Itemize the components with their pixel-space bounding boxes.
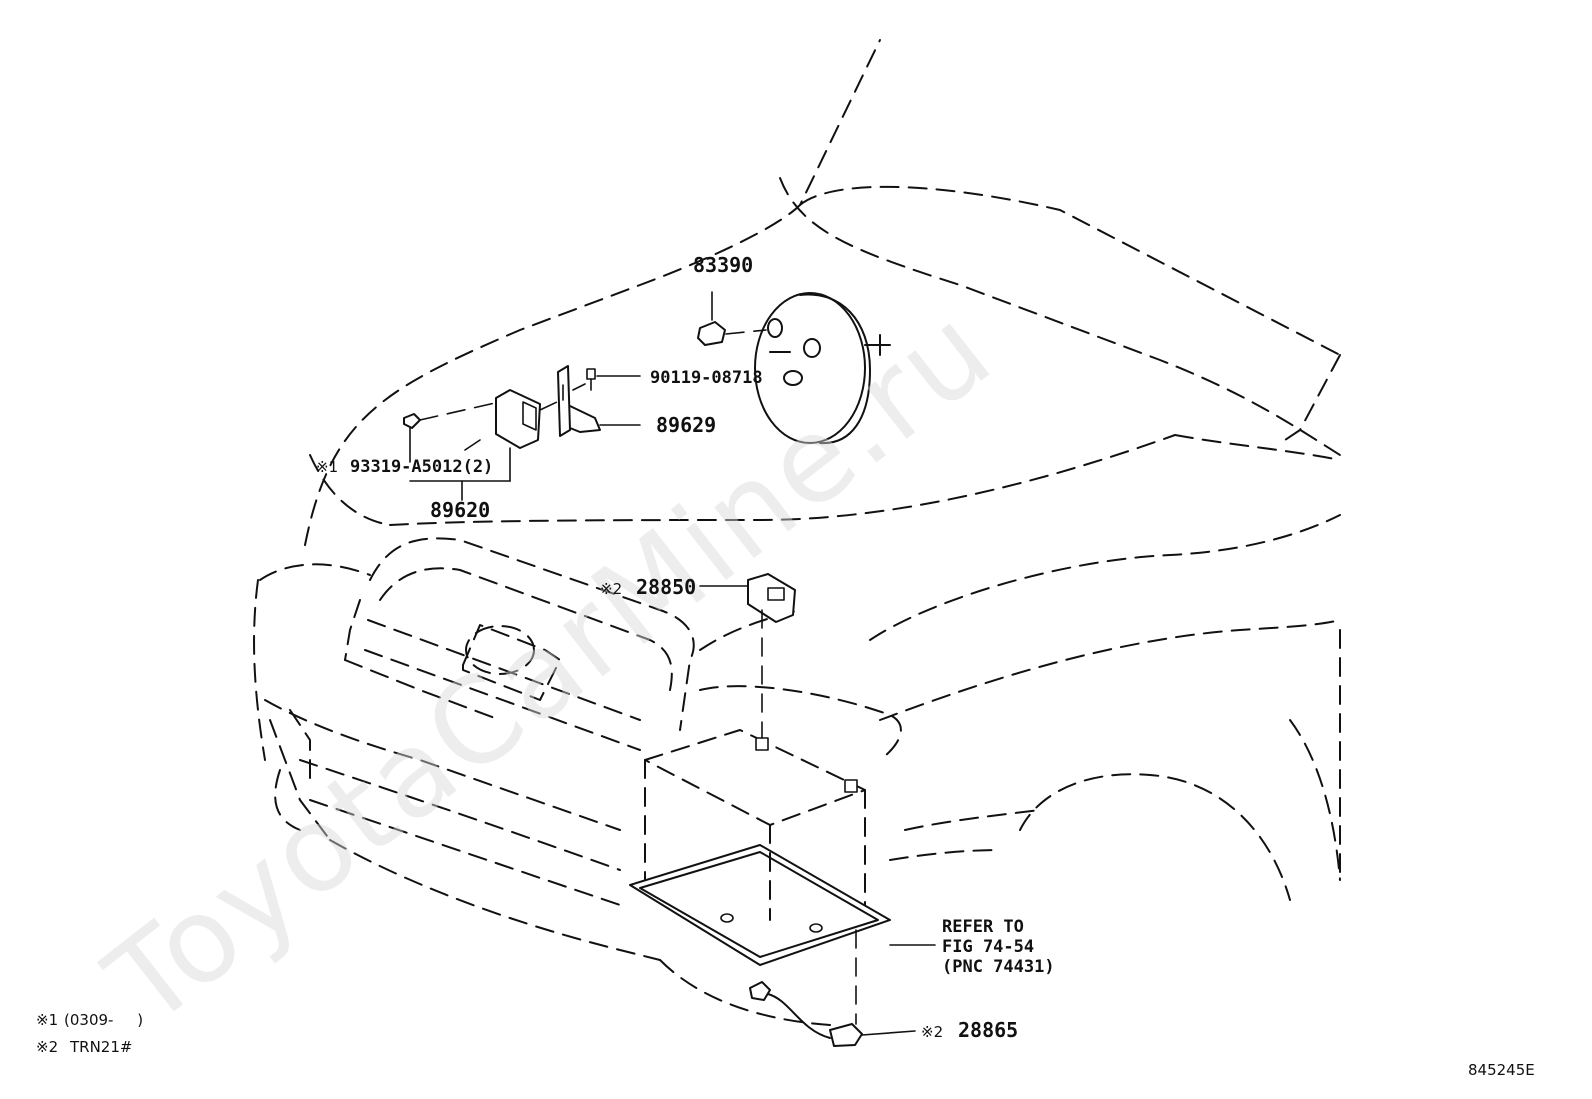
footnote-2-mark: ※2 xyxy=(36,1038,58,1056)
label-note-mark-2b: ※2 xyxy=(921,1023,943,1041)
refer-line-3: (PNC 74431) xyxy=(942,957,1055,977)
battery-tray xyxy=(629,729,891,966)
refer-line-1: REFER TO xyxy=(942,917,1024,937)
part-28865-sensor[interactable] xyxy=(749,929,916,1047)
part-89620-ecu[interactable] xyxy=(495,389,558,482)
label-93319-a5012: 93319-A5012(2) xyxy=(350,457,493,477)
part-28850-sensor[interactable] xyxy=(699,573,796,739)
label-28865: 28865 xyxy=(958,1018,1018,1042)
label-89620: 89620 xyxy=(430,498,490,522)
vehicle-outline xyxy=(253,39,1341,1026)
part-93319-screw[interactable] xyxy=(403,402,496,463)
label-28850: 28850 xyxy=(636,575,696,599)
footnote-1-mark: ※1 xyxy=(36,1011,58,1029)
footnote-1-text: (0309- ) xyxy=(64,1011,143,1029)
watermark: ToyotaCarMine.ru xyxy=(81,279,1017,1053)
part-90119-bolt[interactable] xyxy=(572,368,641,391)
part-89629-bracket[interactable] xyxy=(557,365,641,437)
figure-id: 845245E xyxy=(1468,1061,1535,1079)
label-note-mark-2a: ※2 xyxy=(600,580,622,598)
footnote-2-text: TRN21# xyxy=(69,1038,132,1056)
label-90119-08718: 90119-08718 xyxy=(650,368,763,388)
label-89629: 89629 xyxy=(656,413,716,437)
brake-booster xyxy=(754,292,891,445)
refer-line-2: FIG 74-54 xyxy=(942,937,1034,957)
label-83390: 83390 xyxy=(693,253,753,277)
part-83390-switch[interactable] xyxy=(697,291,767,346)
label-note-mark-1: ※1 xyxy=(316,458,338,476)
